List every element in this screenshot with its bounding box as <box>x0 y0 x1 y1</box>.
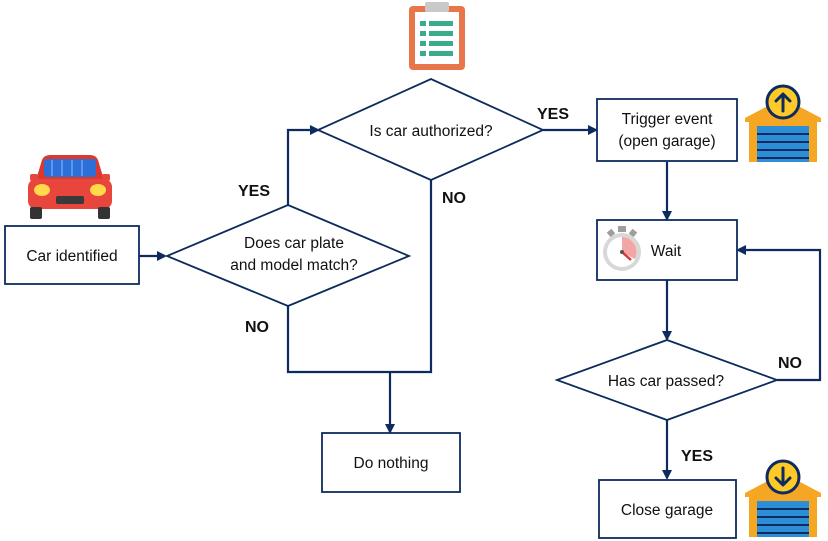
car-passed-label: Has car passed? <box>608 373 725 390</box>
trigger-label-line2: (open garage) <box>618 133 715 150</box>
connectors <box>139 125 822 480</box>
node-car-passed-decision: Has car passed? <box>554 339 780 421</box>
clipboard-checklist-icon <box>409 2 465 70</box>
node-car-identified: Car identified <box>4 225 140 285</box>
node-do-nothing: Do nothing <box>321 432 461 493</box>
node-trigger-event: Trigger event (open garage) <box>596 98 738 162</box>
plate-match-label-line1: Does car plate <box>244 235 344 252</box>
trigger-label-line1: Trigger event <box>622 111 713 128</box>
garage-close-arrow-down-icon <box>745 459 821 537</box>
auth-no-label: NO <box>442 190 466 207</box>
node-authorized-decision: Is car authorized? <box>315 78 546 181</box>
edge-plate-yes-to-auth <box>286 125 320 205</box>
garage-open-arrow-up-icon <box>745 84 821 162</box>
close-garage-label: Close garage <box>621 502 713 519</box>
edge-passed-no-loop <box>736 245 822 382</box>
node-close-garage: Close garage <box>598 479 737 539</box>
node-plate-match-decision: Does car plate and model match? <box>164 204 412 307</box>
do-nothing-label: Do nothing <box>354 455 429 472</box>
plate-no-label: NO <box>245 319 269 336</box>
edge-auth-no-down <box>390 180 433 374</box>
auth-yes-label: YES <box>537 106 569 123</box>
authorized-label: Is car authorized? <box>369 123 493 140</box>
stopwatch-icon <box>603 226 641 271</box>
edge-plate-no-down <box>286 306 390 374</box>
passed-no-label: NO <box>778 355 802 372</box>
red-car-icon <box>28 155 112 219</box>
plate-yes-label: YES <box>238 183 270 200</box>
car-identified-label: Car identified <box>26 248 117 265</box>
plate-match-label-line2: and model match? <box>230 257 358 274</box>
wait-label: Wait <box>651 243 682 260</box>
passed-yes-label: YES <box>681 448 713 465</box>
